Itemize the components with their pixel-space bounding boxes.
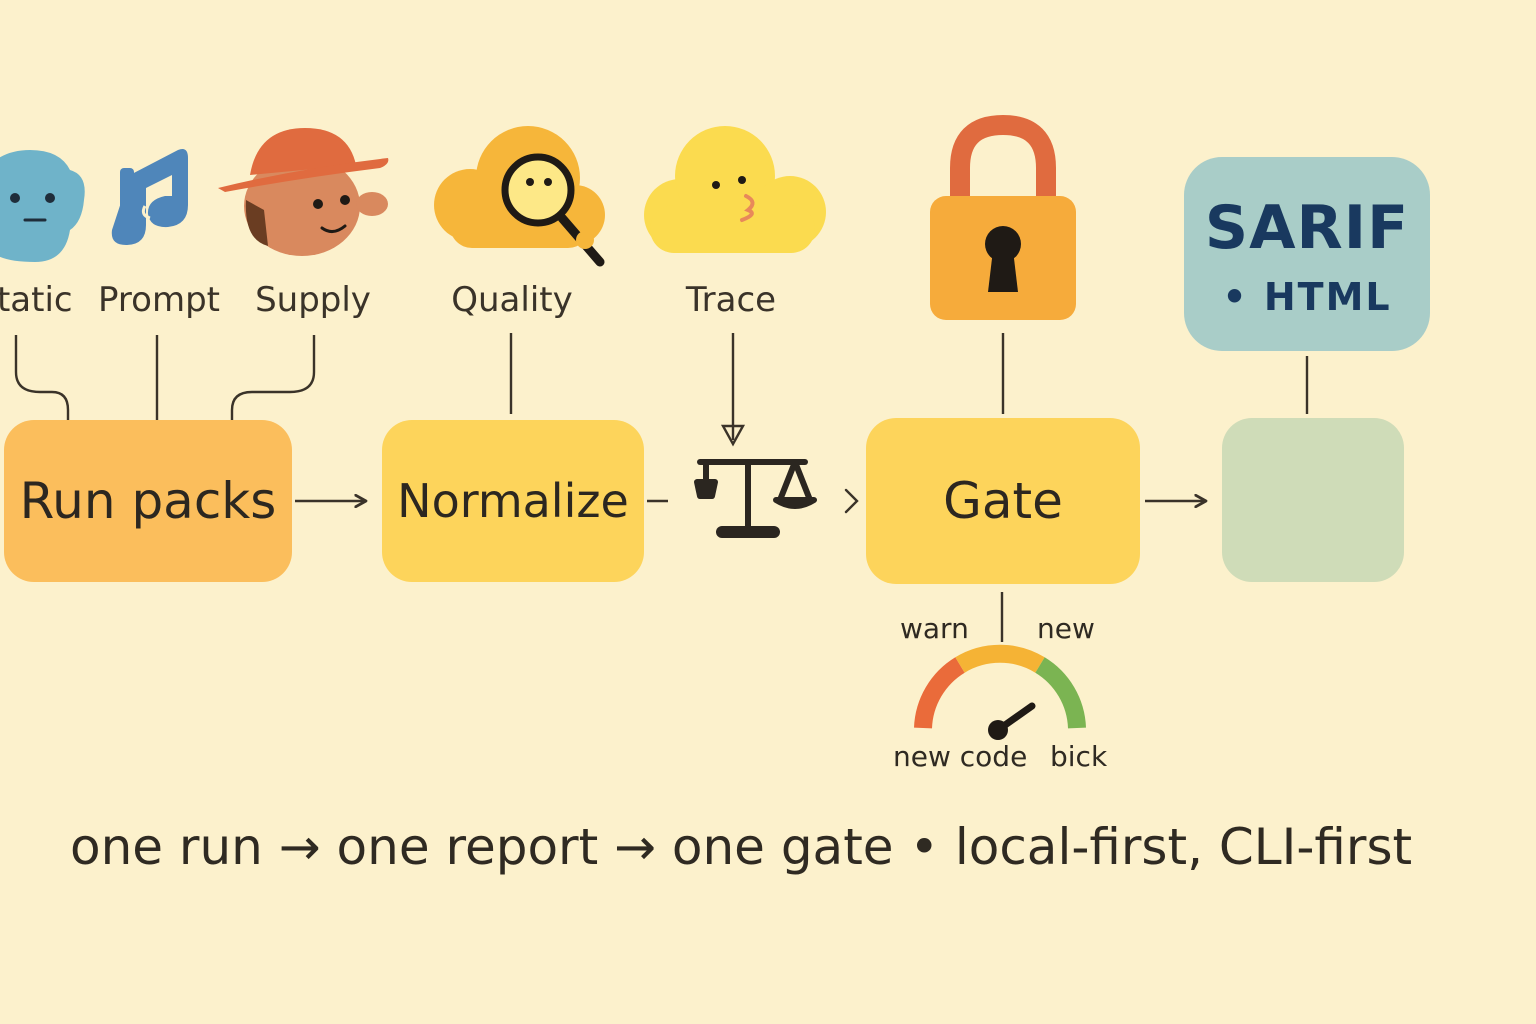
tagline: one run → one report → one gate • local-… — [70, 818, 1413, 876]
sarif-title: SARIF — [1204, 193, 1410, 263]
scales-icon — [694, 459, 817, 538]
person-with-hat-icon — [218, 128, 389, 256]
yellow-cloud-icon — [644, 126, 826, 253]
label-static: Static — [0, 280, 73, 320]
connector-static — [14, 335, 68, 434]
trace-arrowhead — [720, 424, 746, 447]
connector-supply — [232, 335, 316, 434]
gauge-new-label: new — [1037, 612, 1095, 645]
gauge-warn-label: warn — [900, 612, 969, 645]
sarif-html-card[interactable]: SARIF • HTML — [1184, 157, 1430, 351]
magnifier-cloud-icon — [434, 126, 605, 267]
lock-icon — [930, 114, 1076, 320]
gauge-bick-label: bick — [1050, 740, 1108, 773]
gauge-new-code-label: new code — [893, 740, 1028, 773]
gauge-icon — [914, 644, 1086, 740]
gate-label: Gate — [943, 472, 1063, 530]
blue-face-icon — [0, 150, 85, 262]
arrow-scales-to-gate — [844, 488, 859, 514]
gate-box[interactable]: Gate — [866, 418, 1140, 584]
output-box[interactable] — [1222, 418, 1404, 582]
normalize-label: Normalize — [397, 474, 629, 528]
label-supply: Supply — [255, 280, 371, 320]
run-packs-box[interactable]: Run packs — [4, 420, 292, 582]
label-quality: Quality — [451, 280, 573, 320]
label-trace: Trace — [685, 280, 777, 320]
label-prompt: Prompt — [98, 280, 220, 320]
html-subtitle: • HTML — [1222, 275, 1392, 319]
music-note-icon — [111, 149, 188, 245]
normalize-box[interactable]: Normalize — [382, 420, 644, 582]
run-packs-label: Run packs — [19, 472, 277, 530]
